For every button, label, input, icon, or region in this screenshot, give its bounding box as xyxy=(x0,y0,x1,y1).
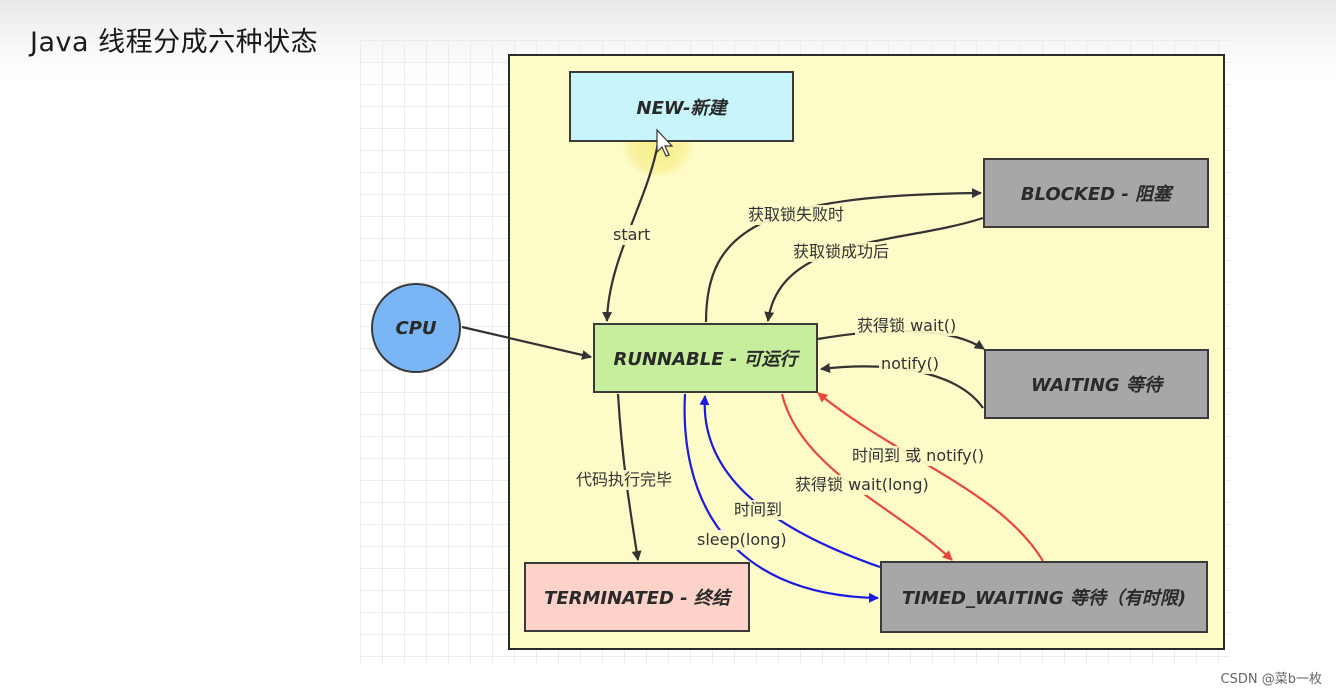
label-timeout: 时间到 xyxy=(732,500,785,520)
state-timed-waiting: TIMED_WAITING 等待（有时限) xyxy=(880,561,1208,633)
slide-title: Java 线程分成六种状态 xyxy=(30,27,319,58)
label-start: start xyxy=(611,225,653,245)
state-new: NEW-新建 xyxy=(569,71,794,142)
mouse-cursor-icon xyxy=(656,128,674,157)
arrow-timeout-notify xyxy=(817,392,1044,562)
label-lock-success: 获取锁成功后 xyxy=(791,242,892,262)
state-terminated: TERMINATED - 终结 xyxy=(524,562,750,632)
label-notify: notify() xyxy=(879,354,941,374)
label-lock-wait: 获得锁 wait() xyxy=(855,316,959,336)
label-finished: 代码执行完毕 xyxy=(574,470,675,490)
arrow-lock-success xyxy=(764,216,984,322)
cpu-circle: CPU xyxy=(371,283,461,373)
arrow-sleep xyxy=(683,393,879,603)
arrow-timeout xyxy=(699,395,881,569)
state-waiting: WAITING 等待 xyxy=(984,349,1209,419)
label-lock-wait-long: 获得锁 wait(long) xyxy=(793,475,931,495)
state-blocked: BLOCKED - 阻塞 xyxy=(983,158,1209,228)
label-lock-fail: 获取锁失败时 xyxy=(746,205,847,225)
label-sleep: sleep(long) xyxy=(695,530,789,550)
label-timeout-notify: 时间到 或 notify() xyxy=(850,446,987,466)
arrow-cpu xyxy=(461,325,592,360)
watermark: CSDN @菜b一枚 xyxy=(1220,672,1322,687)
state-runnable: RUNNABLE - 可运行 xyxy=(593,323,818,393)
